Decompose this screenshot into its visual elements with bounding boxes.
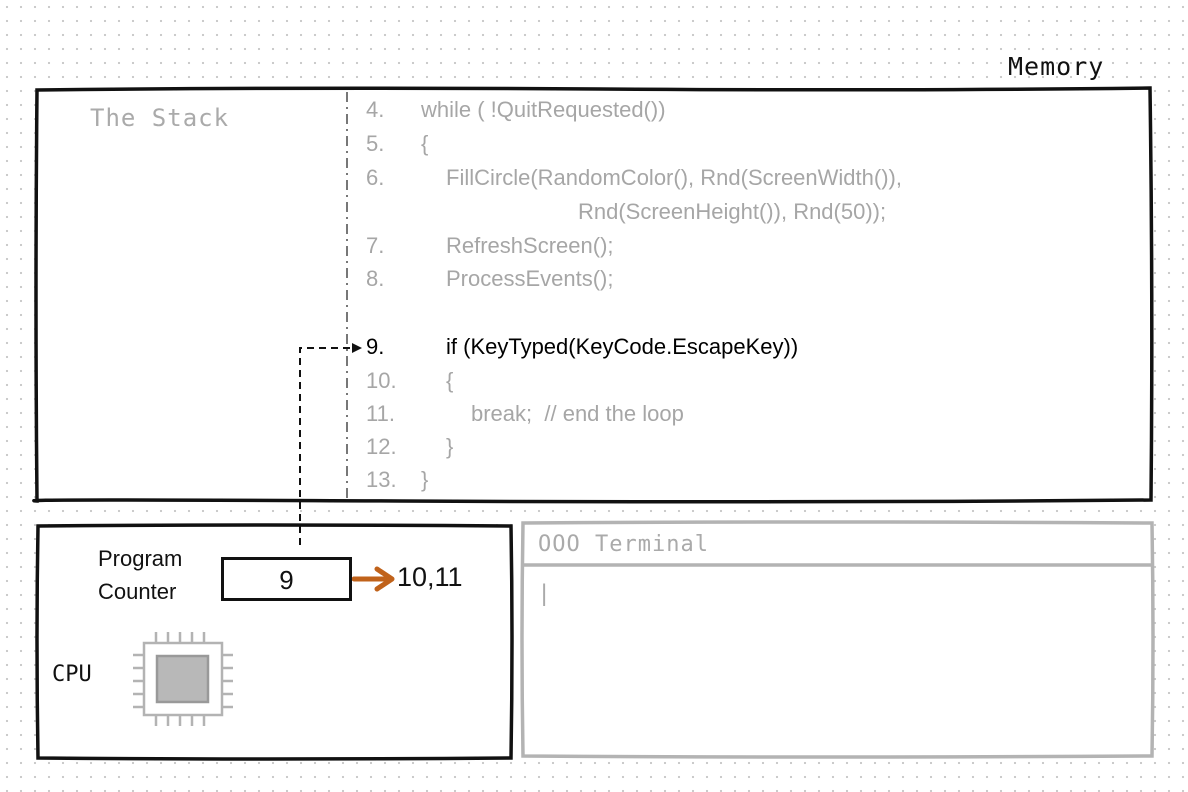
cpu-chip-icon [133, 632, 233, 726]
memory-panel-border [32, 86, 1154, 504]
code-line-text: while ( !QuitRequested()) [421, 97, 666, 122]
code-line-number: 13. [366, 467, 397, 492]
code-line-text: { [421, 131, 429, 156]
terminal-panel-border [520, 520, 1155, 759]
pc-pointer-line [299, 347, 352, 545]
terminal-cursor: | [541, 580, 548, 607]
memory-label: Memory [1008, 52, 1105, 81]
program-counter-label: Program Counter [98, 546, 183, 604]
cpu-label: CPU [52, 662, 92, 687]
code-line-text: break; // end the loop [471, 401, 684, 426]
code-line-text: if (KeyTyped(KeyCode.EscapeKey)) [446, 334, 799, 359]
code-line-text: RefreshScreen(); [446, 233, 614, 258]
pc-pointer-arrowhead [352, 343, 362, 353]
program-counter-value: 9 [221, 557, 352, 601]
code-line-text: FillCircle(RandomColor(), Rnd(ScreenWidt… [446, 165, 902, 190]
code-line-number: 5. [366, 131, 385, 156]
code-line-number: 12. [366, 434, 397, 459]
code-line-number: 10. [366, 368, 397, 393]
code-line-text: } [446, 434, 454, 459]
terminal-title: OOO Terminal [538, 532, 709, 557]
code-line-number: 8. [366, 266, 385, 291]
code-line-number: 9. [366, 334, 385, 359]
code-line-number: 11. [366, 401, 395, 426]
stack-label: The Stack [90, 104, 230, 132]
code-line-text: } [421, 467, 429, 492]
arrow-right-icon [351, 566, 395, 592]
code-line-number: 4. [366, 97, 385, 122]
code-line-text: { [446, 368, 454, 393]
next-instruction-values: 10,11 [397, 562, 463, 592]
code-line-number: 6. [366, 165, 385, 190]
code-line-text: ProcessEvents(); [446, 266, 614, 291]
code-line-text: Rnd(ScreenHeight()), Rnd(50)); [578, 199, 887, 224]
code-line-number: 7. [366, 233, 385, 258]
